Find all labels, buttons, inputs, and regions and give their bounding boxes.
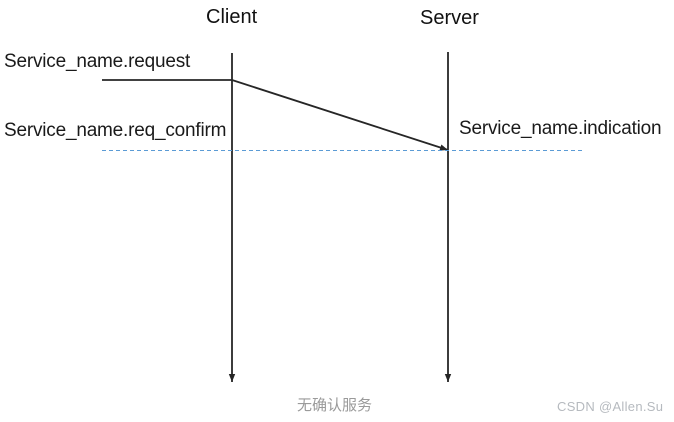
req-confirm-message-label: Service_name.req_confirm — [4, 120, 227, 141]
client-lifeline-label: Client — [206, 6, 258, 28]
server-lifeline-label: Server — [420, 7, 479, 29]
indication-message-label: Service_name.indication — [459, 118, 662, 139]
csdn-watermark: CSDN @Allen.Su — [557, 399, 664, 414]
diagram-caption: 无确认服务 — [297, 397, 373, 414]
request-message-label: Service_name.request — [4, 51, 191, 72]
indication-arrow-line — [231, 79, 449, 151]
